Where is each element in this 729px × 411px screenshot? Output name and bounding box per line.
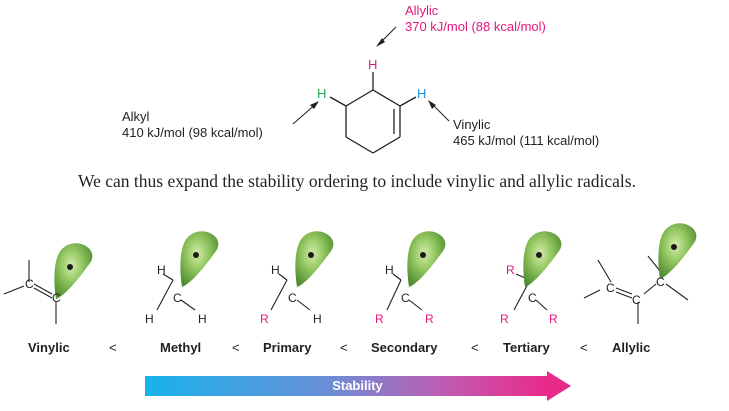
vinylic-h: H: [417, 86, 426, 101]
alkyl-h: H: [317, 86, 326, 101]
methyl-c: C: [173, 291, 182, 305]
label-tertiary: Tertiary: [503, 340, 550, 355]
secondary-h-top: H: [385, 263, 394, 277]
cyclohexene-figure: H H H: [292, 26, 450, 154]
cyclohexene-ring: [329, 72, 417, 154]
vinylic-c2: C: [52, 291, 61, 305]
primary-r: R: [260, 312, 269, 326]
vinylic-energy: 465 kJ/mol (111 kcal/mol): [453, 133, 600, 148]
methyl-h-right: H: [198, 312, 207, 326]
body-paragraph: We can thus expand the stability orderin…: [78, 171, 636, 191]
less-than-4: <: [471, 340, 479, 355]
allylic-c2: C: [632, 293, 641, 307]
primary-h-top: H: [271, 263, 280, 277]
tertiary-r-right: R: [549, 312, 558, 326]
stability-arrow-head: [547, 371, 571, 401]
primary-c: C: [288, 291, 297, 305]
label-methyl: Methyl: [160, 340, 202, 355]
less-than-5: <: [580, 340, 588, 355]
alkyl-energy: 410 kJ/mol (98 kcal/mol): [122, 125, 263, 140]
label-secondary: Secondary: [371, 340, 438, 355]
tertiary-r-top: R: [506, 263, 515, 277]
allylic-c3: C: [656, 275, 665, 289]
methyl-h-top: H: [157, 263, 166, 277]
label-vinylic: Vinylic: [28, 340, 70, 355]
secondary-r-right: R: [425, 312, 434, 326]
label-primary: Primary: [263, 340, 312, 355]
stability-arrow-bar: [145, 376, 547, 396]
tertiary-c: C: [528, 291, 537, 305]
allylic-energy: 370 kJ/mol (88 kcal/mol): [405, 19, 546, 34]
less-than-2: <: [232, 340, 240, 355]
allylic-c1: C: [606, 281, 615, 295]
secondary-c: C: [401, 291, 410, 305]
tertiary-r-left: R: [500, 312, 509, 326]
stability-arrow-label: Stability: [332, 378, 383, 393]
allylic-name: Allylic: [405, 3, 439, 18]
methyl-h-left: H: [145, 312, 154, 326]
radical-structures: C C H C H H H C R H H C R R R C R R C C …: [3, 223, 697, 326]
less-than-1: <: [109, 340, 117, 355]
vinylic-label: Vinylic 465 kJ/mol (111 kcal/mol): [453, 117, 599, 149]
vinylic-name: Vinylic: [453, 117, 491, 132]
allylic-h: H: [368, 57, 377, 72]
primary-h-right: H: [313, 312, 322, 326]
alkyl-label: Alkyl 410 kJ/mol (98 kcal/mol): [122, 109, 263, 141]
less-than-3: <: [340, 340, 348, 355]
secondary-r-left: R: [375, 312, 384, 326]
alkyl-name: Alkyl: [122, 109, 150, 124]
label-allylic: Allylic: [612, 340, 651, 355]
vinylic-c1: C: [25, 277, 34, 291]
allylic-label: Allylic 370 kJ/mol (88 kcal/mol): [405, 3, 546, 35]
